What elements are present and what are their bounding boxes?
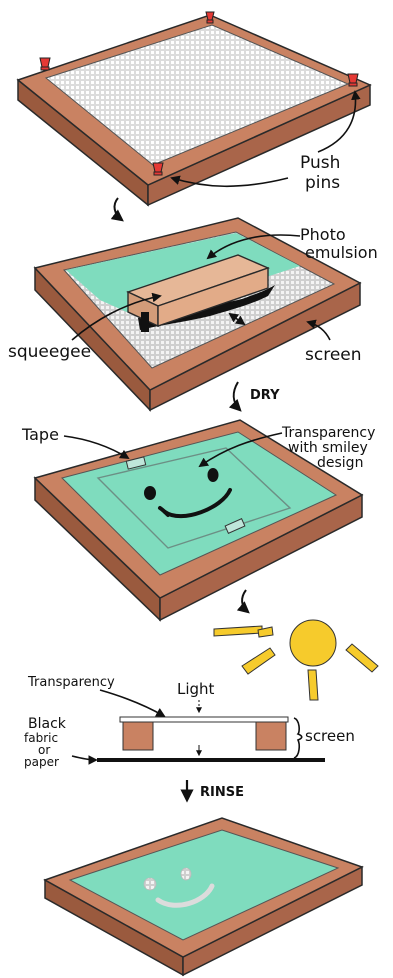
step-arrow-3 [242,590,248,612]
label-transparency: Transparency [27,675,115,690]
step-arrow-dry [234,382,240,410]
label-tape: Tape [21,425,59,444]
push-pin-icon [153,163,163,175]
push-pin-icon [40,58,50,70]
arrow-to-transparency-strip [100,690,164,716]
label-squeegee: squeegee [8,342,91,362]
label-dry: DRY [250,388,280,403]
label-black: Black [28,716,67,732]
label-pins: pins [305,173,340,193]
transparency-strip [120,717,288,722]
label-transparency-3: design [317,455,363,471]
frame-left-section [123,722,153,750]
sun-icon [214,620,378,700]
black-fabric-strip [97,758,325,762]
arrow-to-fabric [72,756,96,760]
frame-right-section [256,722,286,750]
label-paper: paper [24,755,59,769]
label-screen-4: screen [305,727,355,745]
step-arrow-1 [115,198,122,220]
label-screen-2: screen [305,345,362,365]
label-photo: Photo [300,225,346,244]
push-pin-icon [348,74,358,86]
label-emulsion: emulsion [305,243,378,262]
push-pin-icon [206,12,214,23]
cross-section-diagram [97,700,325,762]
label-push: Push [300,153,340,173]
label-light: Light [177,680,215,698]
label-transparency-2: with smiley [288,440,368,456]
label-rinse: RINSE [200,785,244,800]
step5-final-screen [45,818,362,975]
label-transparency-1: Transparency [281,425,375,441]
